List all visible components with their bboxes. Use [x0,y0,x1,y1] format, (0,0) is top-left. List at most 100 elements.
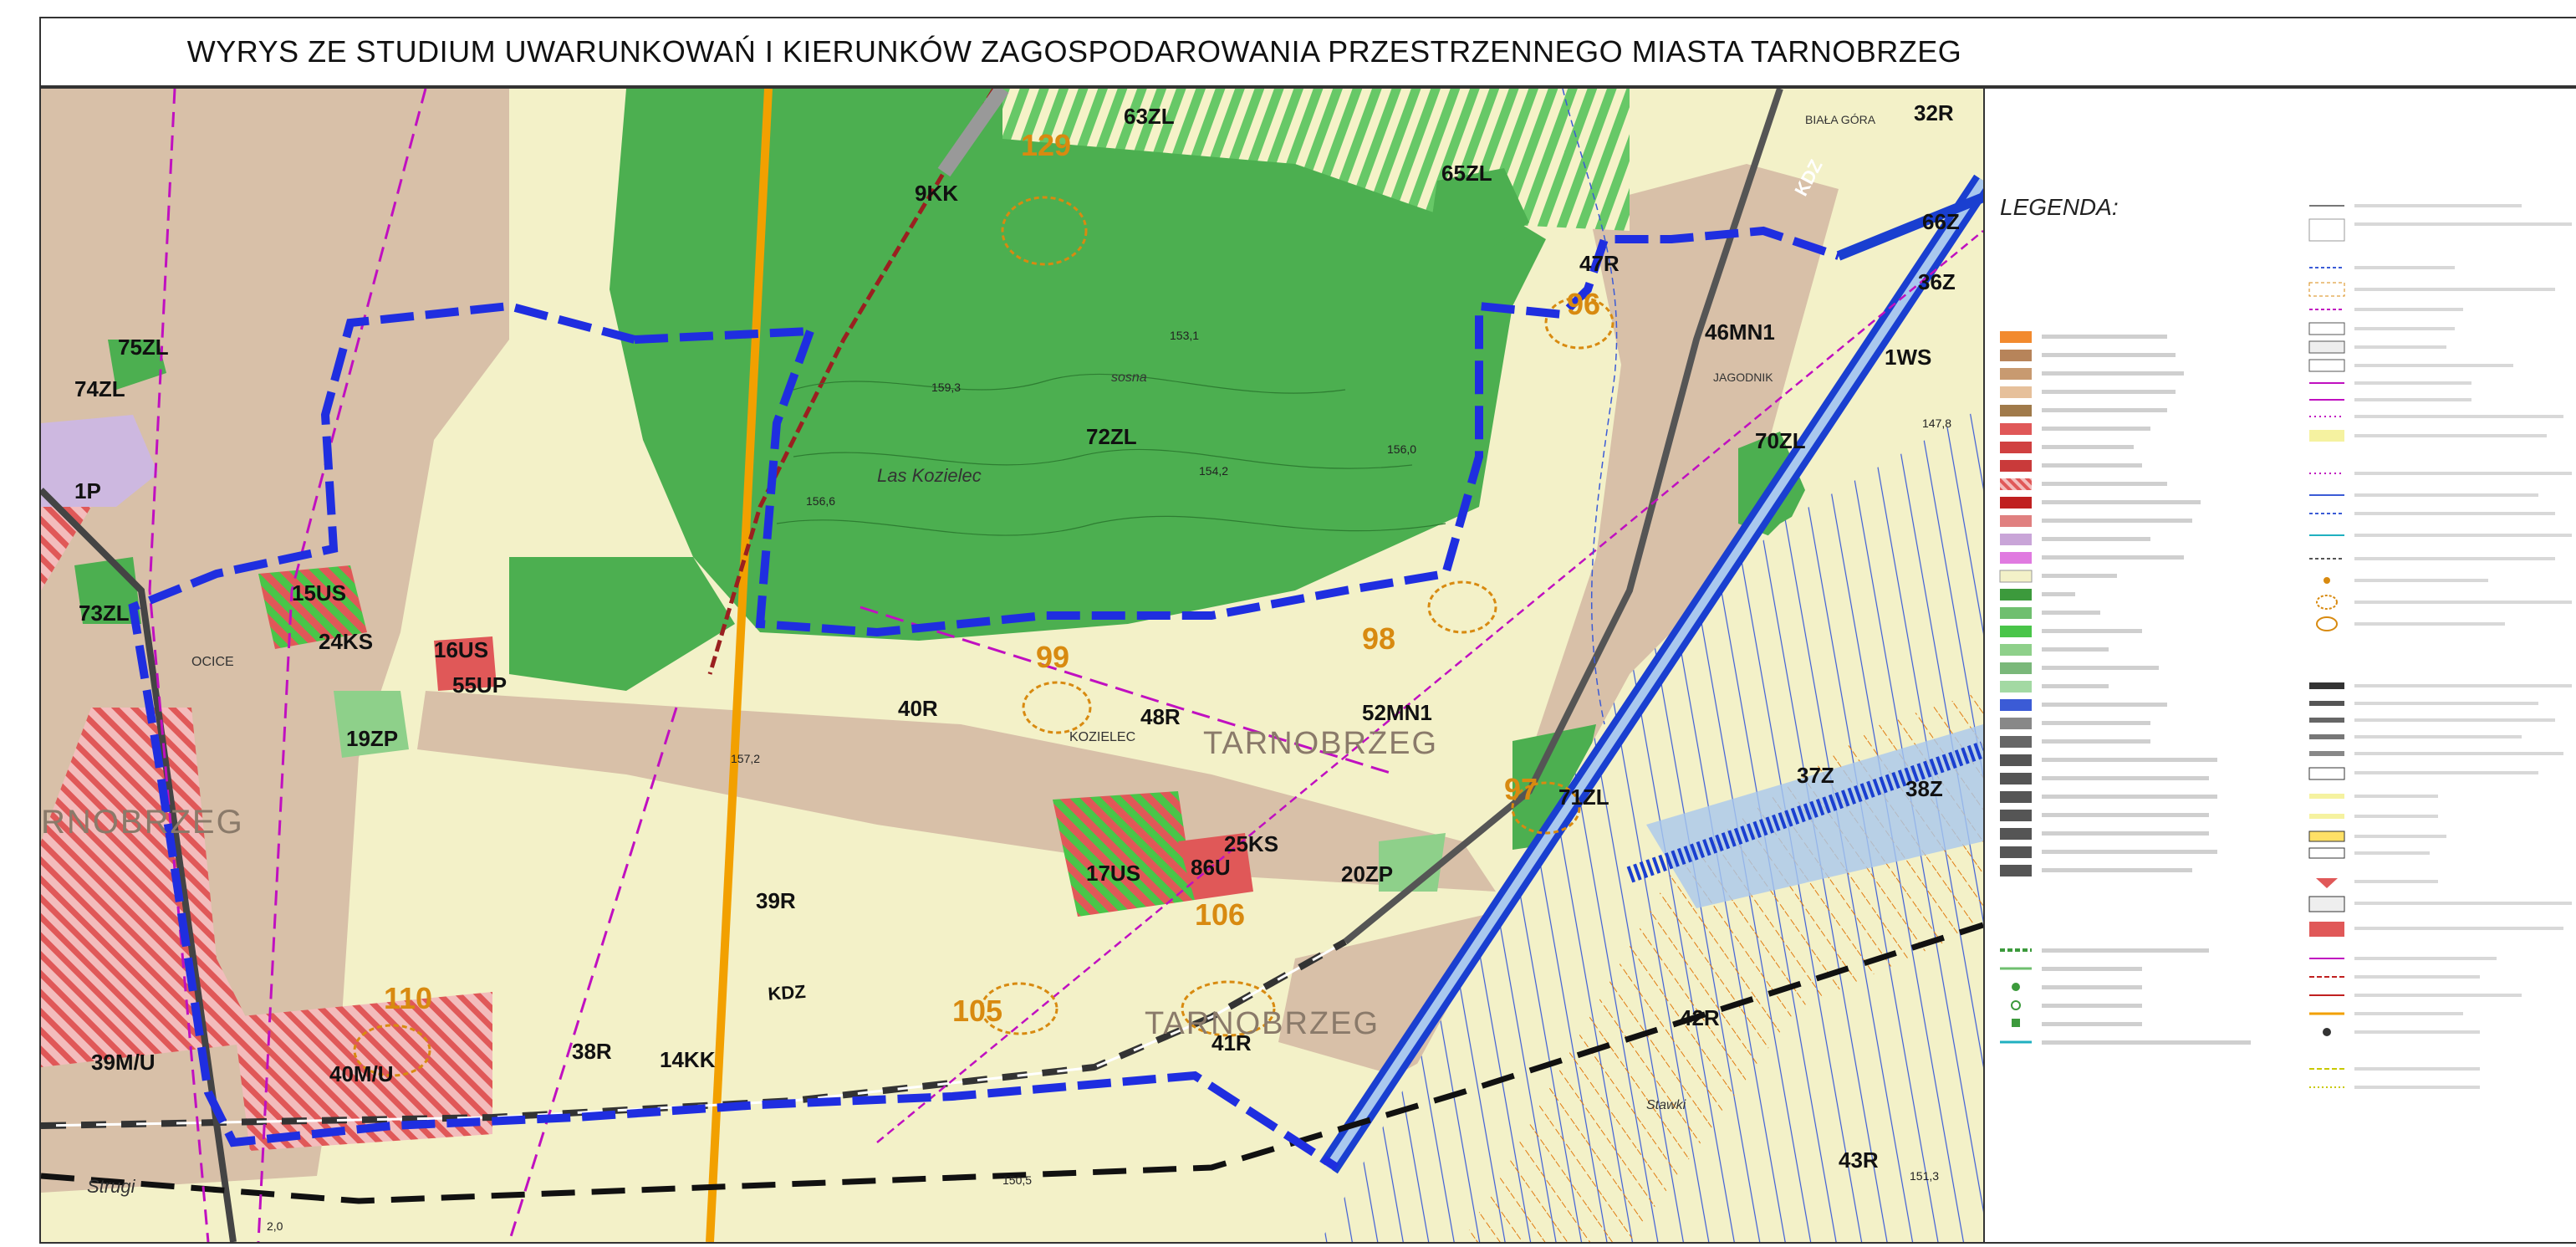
zone-label-1p: 1P [74,478,101,503]
industry-1p [41,415,158,507]
zone-label-37z: 37Z [1797,763,1834,788]
forest-las-kozielec [610,89,1546,641]
archaeology-site-110 [353,1024,431,1077]
zone-label-24ks: 24KS [319,629,373,654]
contour-3 [776,515,1446,536]
site-number-96: 96 [1567,287,1600,321]
zone-label-40r: 40R [898,696,938,721]
elevation-2-0: 2,0 [267,1219,283,1233]
zone-label-38r: 38R [572,1039,612,1064]
zone-label-86u: 86U [1191,855,1231,880]
zone-label-16us: 16US [434,637,488,662]
zone-label-14kk: 14KK [660,1047,716,1072]
elevation-150-5: 150,5 [1002,1173,1032,1187]
expressway-spur [1626,741,1983,883]
services-86u [1178,833,1253,900]
road-collector-east [1343,89,1783,945]
zone-label-17us: 17US [1086,861,1140,886]
zone-label-32r: 32R [1914,100,1954,125]
legend-title: LEGENDA: [2000,194,2119,220]
powerline-west [148,89,210,1242]
place-name-tarnobrzeg-center: TARNOBRZEG [1203,726,1438,761]
zone-label-47r: 47R [1579,251,1620,276]
study-boundary-west [128,301,1339,1172]
expressway-s74-core [1324,178,1983,1170]
legend-swatches [1999,204,2572,1089]
stream-east [1562,89,1618,725]
site-number-99: 99 [1036,640,1069,674]
zone-label-9kk: 9KK [915,181,958,206]
elevation-159-3: 159,3 [931,381,961,394]
green-19zp [334,691,409,758]
services-40mu [233,992,492,1151]
place-name-sosna: sosna [1111,371,1147,385]
site-number-106: 106 [1195,897,1245,932]
elevation-147-8: 147,8 [1922,417,1951,430]
archaeology-site-106 [1181,980,1276,1037]
zone-label-75zl: 75ZL [118,335,169,360]
site-number-98: 98 [1362,621,1395,656]
road-label-kdz-south: KDZ [768,981,807,1004]
zone-label-20zp: 20ZP [1341,861,1393,887]
elevation-156-0: 156,0 [1387,442,1416,456]
sport-17us [1053,791,1195,917]
place-name-stawki: Stawki [1646,1098,1686,1112]
zone-label-1ws: 1WS [1885,345,1931,370]
legend-panel: LEGENDA: [1985,87,2576,1244]
powerline-forest [860,606,1396,776]
place-name-jagodnik: JAGODNIK [1713,371,1773,384]
title-frame: WYRYS ZE STUDIUM UWARUNKOWAŃ I KIERUNKÓW… [39,17,2576,87]
archaeology-site-105 [980,982,1058,1035]
site-number-97: 97 [1504,772,1538,806]
elevation-156-6: 156,6 [806,494,835,508]
forest-65zl [1429,168,1529,256]
archaeology-site-99 [1022,681,1092,734]
place-name-tarnobrzeg-west: RNOBRZEG [41,804,244,841]
services-39mu [41,708,258,1067]
city-boundary-south [41,922,1983,1204]
place-name-las-kozielec: Las Kozielec [877,465,982,486]
archaeology-site-129 [1001,196,1088,266]
contour-1 [793,373,1346,394]
zone-label-38z: 38Z [1905,776,1943,801]
powerline-west-2 [257,89,427,1242]
zone-label-48r: 48R [1140,704,1181,729]
services-55up [434,636,497,691]
zone-label-42r: 42R [1680,1005,1720,1030]
archaeology-site-97 [1511,781,1581,835]
map-canvas[interactable]: 63ZL 65ZL 9KK 72ZL 47R 46MN1 32R 66Z 36Z… [41,89,1983,1242]
sport-15us [258,565,367,649]
forest-patch-central [509,557,735,691]
zone-label-73zl: 73ZL [79,601,130,626]
elevation-157-2: 157,2 [731,752,760,765]
elevation-154-2: 154,2 [1199,464,1228,478]
zone-label-41r: 41R [1211,1030,1252,1055]
place-name-strugi: Strugi [87,1176,136,1197]
site-number-110: 110 [384,981,432,1015]
site-number-129: 129 [1021,128,1071,162]
place-name-tarnobrzeg-south: TARNOBRZEG [1145,1006,1380,1041]
zone-label-43r: 43R [1839,1147,1879,1173]
study-boundary-link [634,327,811,344]
contour-2 [793,448,1413,469]
legend-column-right [2308,204,2572,1089]
railway-line [707,89,997,675]
road-west [41,488,237,1242]
zone-label-36z: 36Z [1918,269,1956,294]
forest-75zl [108,340,166,390]
zone-label-25ks: 25KS [1224,831,1278,856]
elevation-151-3: 151,3 [1910,1169,1939,1183]
map-frame[interactable]: 63ZL 65ZL 9KK 72ZL 47R 46MN1 32R 66Z 36Z… [39,87,1985,1244]
archaeology-site-98 [1427,580,1497,634]
zone-label-55up: 55UP [452,672,507,698]
elevation-153-1: 153,1 [1170,329,1199,342]
zone-label-15us: 15US [292,580,346,606]
study-boundary-north [755,226,1840,637]
road-primary-north-south [706,89,773,1242]
zone-label-66z: 66Z [1922,209,1960,234]
zone-label-39mu: 39M/U [91,1050,156,1075]
powerline-diagonal [876,230,1983,1143]
place-name-ocice: OCICE [191,655,234,669]
road-1ws [1836,192,1983,261]
